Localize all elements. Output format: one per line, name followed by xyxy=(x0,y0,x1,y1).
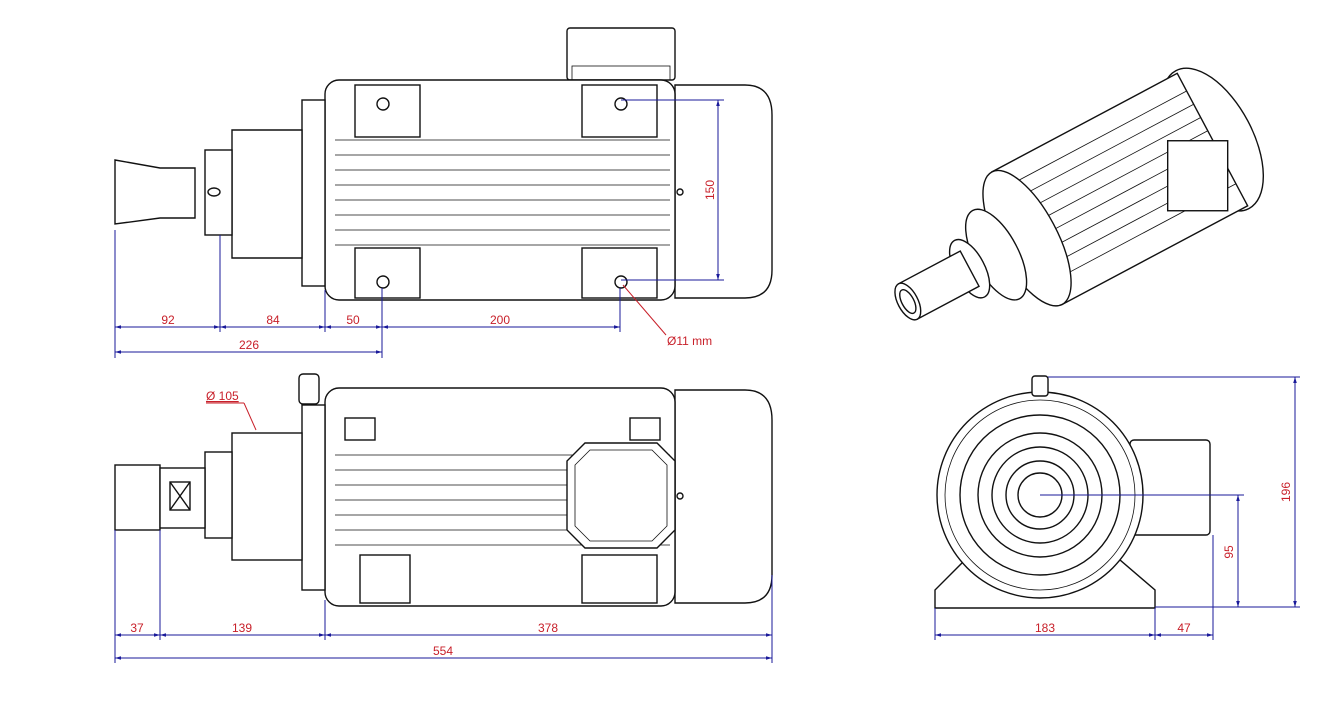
diameter-105-label: Ø 105 xyxy=(206,389,239,403)
side-dimensions: 37 139 378 554 Ø 105 xyxy=(114,389,773,663)
side-view xyxy=(114,373,773,607)
dim-554: 554 xyxy=(433,644,453,658)
dim-84: 84 xyxy=(266,313,280,327)
dim-183: 183 xyxy=(1035,621,1055,635)
hole-diameter-label: Ø11 mm xyxy=(667,334,712,348)
dim-150: 150 xyxy=(703,180,717,200)
dim-200: 200 xyxy=(490,313,510,327)
top-view xyxy=(114,27,773,301)
isometric-view xyxy=(894,67,1265,321)
junction-box-front xyxy=(566,442,676,549)
dim-50: 50 xyxy=(346,313,360,327)
junction-box xyxy=(566,27,676,81)
end-cap xyxy=(674,84,773,299)
dim-95: 95 xyxy=(1222,545,1236,559)
dim-226: 226 xyxy=(239,338,259,352)
dim-139: 139 xyxy=(232,621,252,635)
dim-47: 47 xyxy=(1177,621,1191,635)
front-view xyxy=(934,375,1211,609)
dim-378: 378 xyxy=(538,621,558,635)
dim-92: 92 xyxy=(161,313,175,327)
front-dimensions: 183 47 196 95 xyxy=(934,376,1300,640)
dim-196: 196 xyxy=(1279,482,1293,502)
top-dimensions: 92 84 50 200 226 150 Ø11 mm xyxy=(114,99,724,358)
flange xyxy=(301,99,326,287)
collet xyxy=(114,159,196,225)
dim-37: 37 xyxy=(130,621,144,635)
